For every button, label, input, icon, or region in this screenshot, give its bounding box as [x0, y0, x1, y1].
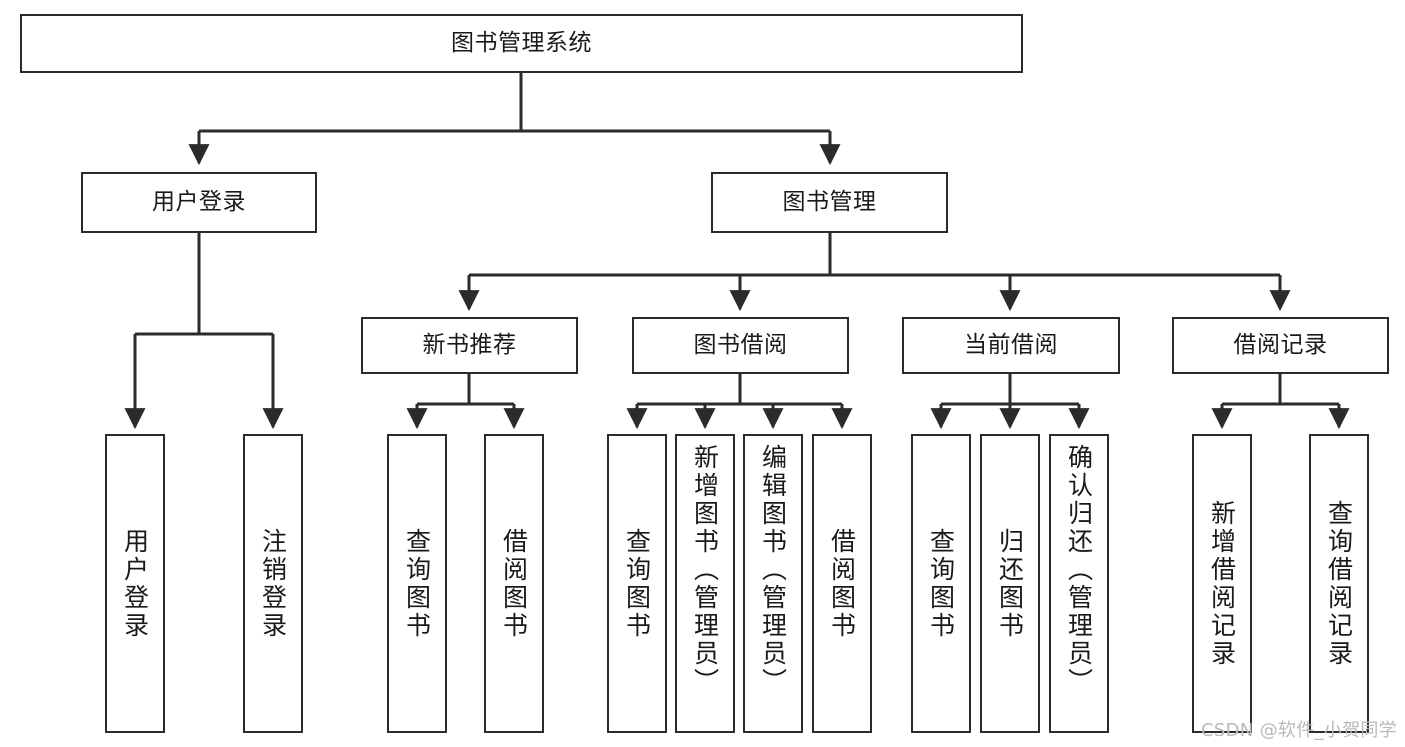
leaf-logout-login[interactable]: 注销登录	[243, 434, 303, 733]
node-new-book-recommend-label: 新书推荐	[422, 332, 517, 359]
node-user-login[interactable]: 用户登录	[81, 172, 317, 233]
node-borrow-record[interactable]: 借阅记录	[1172, 317, 1389, 374]
leaf-query-book-2-label: 查询图书	[622, 527, 652, 640]
node-book-borrow-label: 图书借阅	[693, 332, 788, 359]
leaf-add-book-label: 新增图书（管理员）	[690, 444, 720, 696]
node-root[interactable]: 图书管理系统	[20, 14, 1023, 73]
node-book-management[interactable]: 图书管理	[711, 172, 948, 233]
leaf-edit-book[interactable]: 编辑图书（管理员）	[743, 434, 803, 733]
leaf-return-book[interactable]: 归还图书	[980, 434, 1040, 733]
leaf-query-book-3[interactable]: 查询图书	[911, 434, 971, 733]
leaf-confirm-return-label: 确认归还（管理员）	[1064, 444, 1094, 696]
leaf-add-book[interactable]: 新增图书（管理员）	[675, 434, 735, 733]
leaf-query-book-1[interactable]: 查询图书	[387, 434, 447, 733]
leaf-query-book-2[interactable]: 查询图书	[607, 434, 667, 733]
leaf-borrow-book-1-label: 借阅图书	[499, 527, 529, 640]
node-root-label: 图书管理系统	[451, 30, 592, 57]
leaf-borrow-book-2[interactable]: 借阅图书	[812, 434, 872, 733]
node-book-borrow[interactable]: 图书借阅	[632, 317, 849, 374]
leaf-borrow-book-2-label: 借阅图书	[827, 527, 857, 640]
node-current-borrow-label: 当前借阅	[964, 332, 1058, 359]
node-user-login-label: 用户登录	[152, 189, 246, 216]
csdn-watermark: CSDN @软件_小贺同学	[1201, 720, 1397, 741]
leaf-return-book-label: 归还图书	[995, 527, 1025, 640]
leaf-query-record-label: 查询借阅记录	[1324, 499, 1354, 668]
node-current-borrow[interactable]: 当前借阅	[902, 317, 1120, 374]
leaf-logout-login-label: 注销登录	[258, 527, 288, 640]
leaf-query-book-3-label: 查询图书	[926, 527, 956, 640]
leaf-query-record[interactable]: 查询借阅记录	[1309, 434, 1369, 733]
leaf-user-login-label: 用户登录	[120, 527, 150, 640]
leaf-edit-book-label: 编辑图书（管理员）	[758, 444, 788, 696]
node-new-book-recommend[interactable]: 新书推荐	[361, 317, 578, 374]
leaf-user-login[interactable]: 用户登录	[105, 434, 165, 733]
leaf-add-record-label: 新增借阅记录	[1207, 499, 1237, 668]
leaf-query-book-1-label: 查询图书	[402, 527, 432, 640]
node-borrow-record-label: 借阅记录	[1233, 332, 1328, 359]
leaf-confirm-return[interactable]: 确认归还（管理员）	[1049, 434, 1109, 733]
leaf-add-record[interactable]: 新增借阅记录	[1192, 434, 1252, 733]
leaf-borrow-book-1[interactable]: 借阅图书	[484, 434, 544, 733]
node-book-management-label: 图书管理	[782, 189, 877, 216]
